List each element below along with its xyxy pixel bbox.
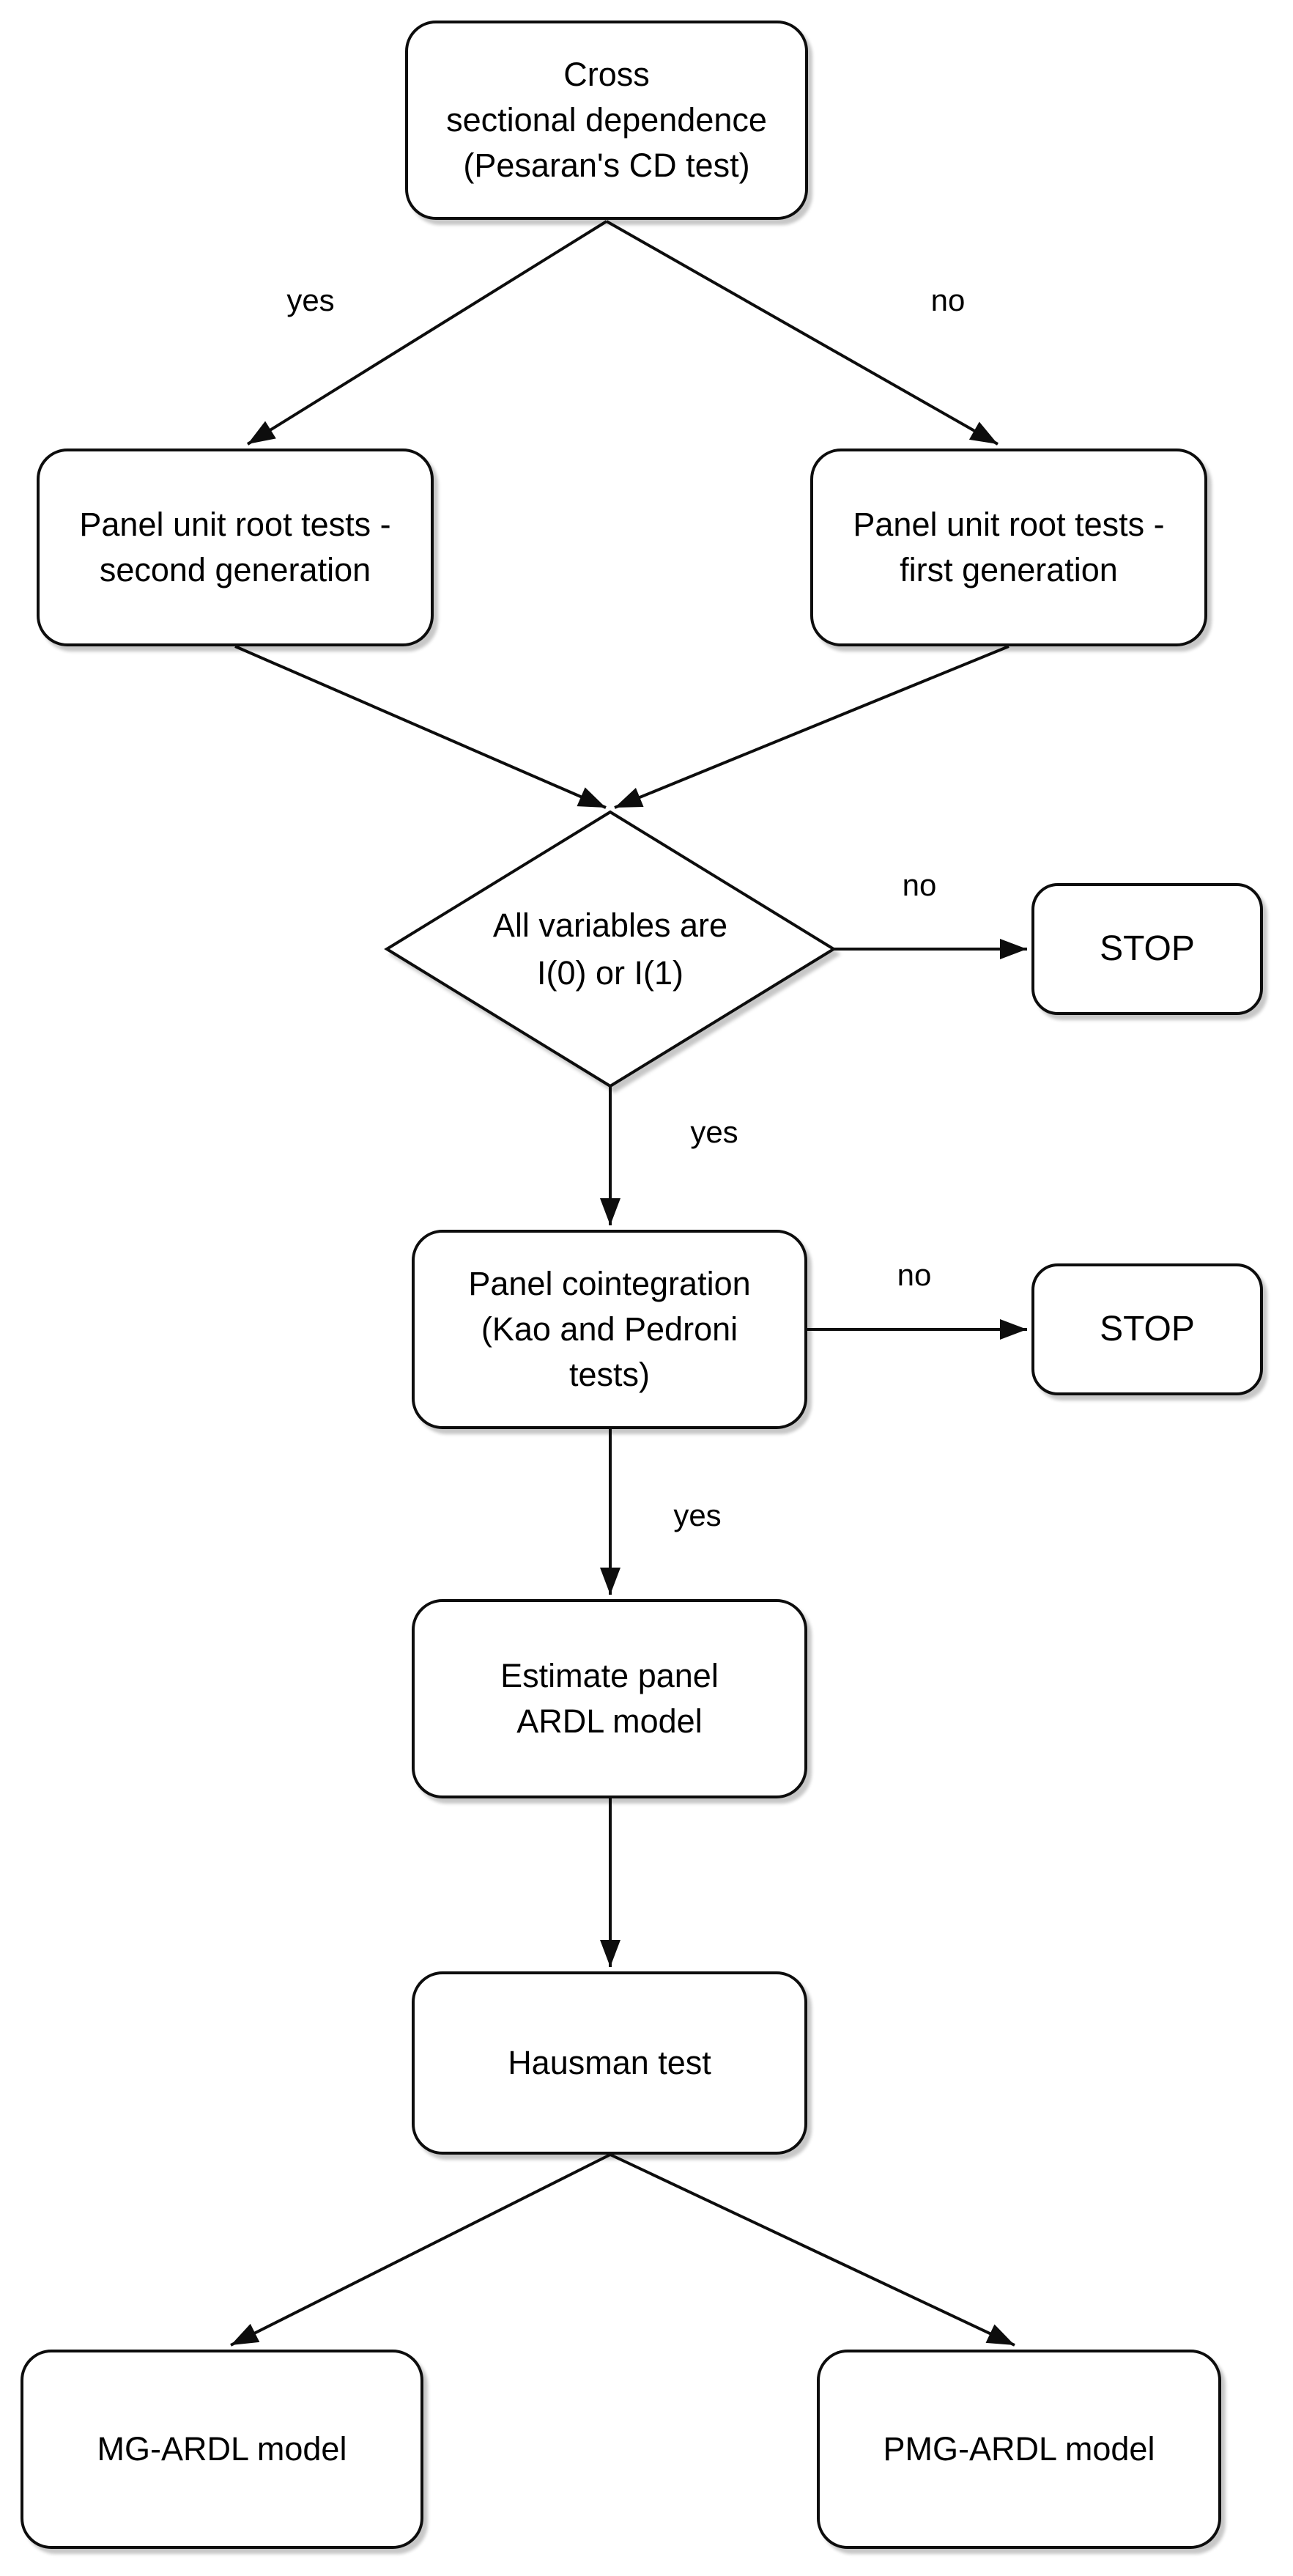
node-stop-1-label: STOP (1100, 929, 1195, 968)
node-pmg-ardl: PMG-ARDL model (817, 2350, 1221, 2549)
node-unit-root-second-generation-label: Panel unit root tests - second generatio… (79, 505, 391, 588)
node-mg-ardl-label: MG-ARDL model (97, 2429, 347, 2468)
node-cross-sectional-dependence: Cross sectional dependence (Pesaran's CD… (405, 21, 808, 220)
edge-cd-yes-to-second-gen (246, 220, 608, 446)
node-hausman-test: Hausman test (412, 1971, 807, 2155)
node-unit-root-first-generation: Panel unit root tests - first generation (810, 449, 1207, 646)
edge-label-vars-no: no (896, 867, 943, 904)
edge-label-vars-yes: yes (684, 1114, 744, 1151)
edge-hausman-to-mg (230, 2153, 611, 2347)
node-stop-2: STOP (1031, 1263, 1263, 1395)
node-stop-1: STOP (1031, 883, 1263, 1015)
node-panel-cointegration: Panel cointegration (Kao and Pedroni tes… (412, 1230, 807, 1429)
edge-cd-no-to-first-gen (606, 220, 999, 446)
edge-hausman-to-pmg (610, 2153, 1015, 2347)
node-estimate-panel-ardl: Estimate panel ARDL model (412, 1599, 807, 1798)
edge-first-gen-to-decision (614, 645, 1009, 809)
node-stop-2-label: STOP (1100, 1309, 1195, 1348)
node-all-variables-decision-label: All variables are I(0) or I(1) (492, 906, 728, 992)
node-pmg-ardl-label: PMG-ARDL model (883, 2429, 1155, 2468)
node-cross-sectional-dependence-label: Cross sectional dependence (Pesaran's CD… (446, 55, 767, 185)
node-unit-root-second-generation: Panel unit root tests - second generatio… (37, 449, 434, 646)
node-mg-ardl: MG-ARDL model (21, 2350, 423, 2549)
node-estimate-panel-ardl-label: Estimate panel ARDL model (500, 1656, 719, 1740)
node-unit-root-first-generation-label: Panel unit root tests - first generation (853, 505, 1165, 588)
edge-label-cd-no: no (925, 282, 971, 319)
edge-label-coint-no: no (891, 1257, 938, 1293)
node-hausman-test-label: Hausman test (508, 2043, 711, 2081)
edge-label-coint-yes: yes (667, 1497, 727, 1534)
edge-label-cd-yes: yes (281, 282, 341, 319)
edge-second-gen-to-decision (234, 645, 607, 809)
node-panel-cointegration-label: Panel cointegration (Kao and Pedroni tes… (468, 1264, 751, 1394)
